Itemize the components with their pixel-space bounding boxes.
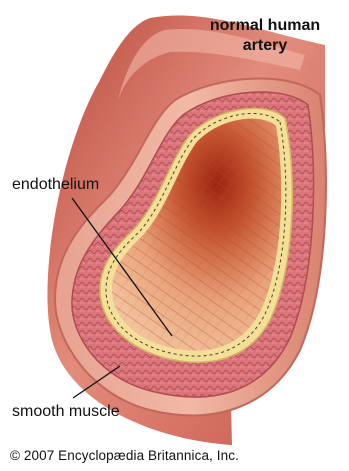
title-line-1: normal human — [200, 16, 330, 36]
diagram-title: normal human artery — [200, 16, 330, 56]
endothelium-label: endothelium — [12, 176, 99, 194]
smooth-muscle-label: smooth muscle — [12, 403, 120, 421]
copyright-notice: © 2007 Encyclopædia Britannica, Inc. — [10, 448, 239, 463]
title-line-2: artery — [200, 36, 330, 56]
